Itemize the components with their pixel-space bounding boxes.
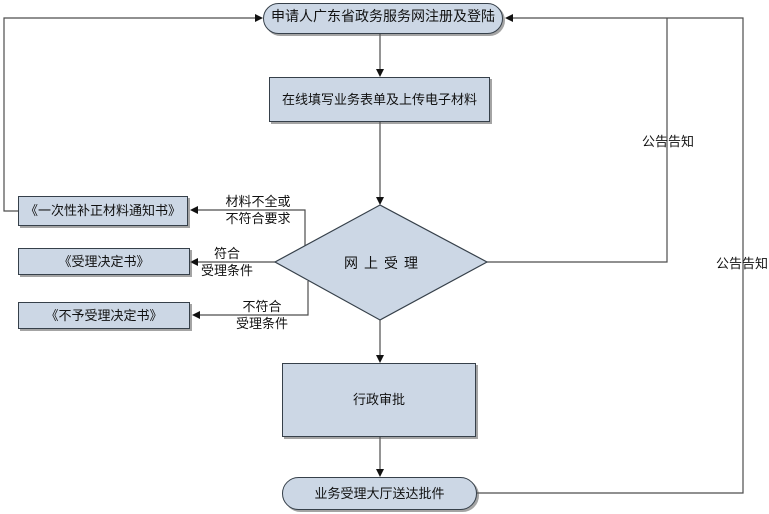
node-supplement-notice: 《一次性补正材料通知书》 (18, 196, 188, 226)
edge-label-meets-line2: 受理条件 (200, 263, 253, 278)
arrow-left-notice (190, 206, 198, 214)
edge-decision-loop-to-register (487, 18, 668, 263)
edge-notice-loop-to-register (3, 17, 255, 212)
arrow-down-form (376, 69, 384, 77)
node-register: 申请人广东省政务服务网注册及登陆 (263, 3, 503, 34)
node-fill-form: 在线填写业务表单及上传电子材料 (269, 77, 490, 122)
arrow-down-approval (376, 355, 384, 363)
edge-label-public-notice-outer: 公告告知 (715, 256, 768, 271)
arrow-right-register-left (255, 14, 263, 22)
node-delivery: 业务受理大厅送达批件 (282, 477, 477, 510)
edge-label-meets-line1: 符合 (213, 246, 240, 261)
arrowheads (190, 14, 513, 477)
edge-label-public-notice-inner: 公告告知 (641, 134, 694, 149)
edge-label-incomplete-line1: 材料不全或 (225, 194, 291, 209)
node-acceptance-decision: 《受理决定书》 (18, 248, 190, 275)
edge-label-meets: 符合 受理条件 (192, 245, 262, 279)
arrow-left-accept (190, 258, 198, 266)
arrow-left-reject (192, 311, 200, 319)
decision-diamond-shape (273, 204, 489, 321)
edge-decision-to-reject (200, 281, 309, 316)
arrow-down-decision (376, 197, 384, 205)
edge-label-incomplete-line2: 不符合要求 (225, 211, 291, 226)
edge-label-incomplete: 材料不全或 不符合要求 (213, 193, 303, 227)
edge-decision-to-notice (198, 209, 306, 246)
edge-label-not-meets-line1: 不符合 (242, 299, 282, 314)
arrow-left-register-right (505, 14, 513, 22)
edge-label-not-meets-line2: 受理条件 (235, 316, 288, 331)
edge-label-not-meets: 不符合 受理条件 (227, 298, 297, 332)
node-admin-approval: 行政审批 (282, 363, 476, 437)
node-rejection-decision: 《不予受理决定书》 (18, 302, 190, 329)
edge-delivery-loop-to-register (477, 17, 744, 494)
node-decision-label: 网上受理 (344, 257, 424, 272)
arrow-down-delivery (376, 469, 384, 477)
